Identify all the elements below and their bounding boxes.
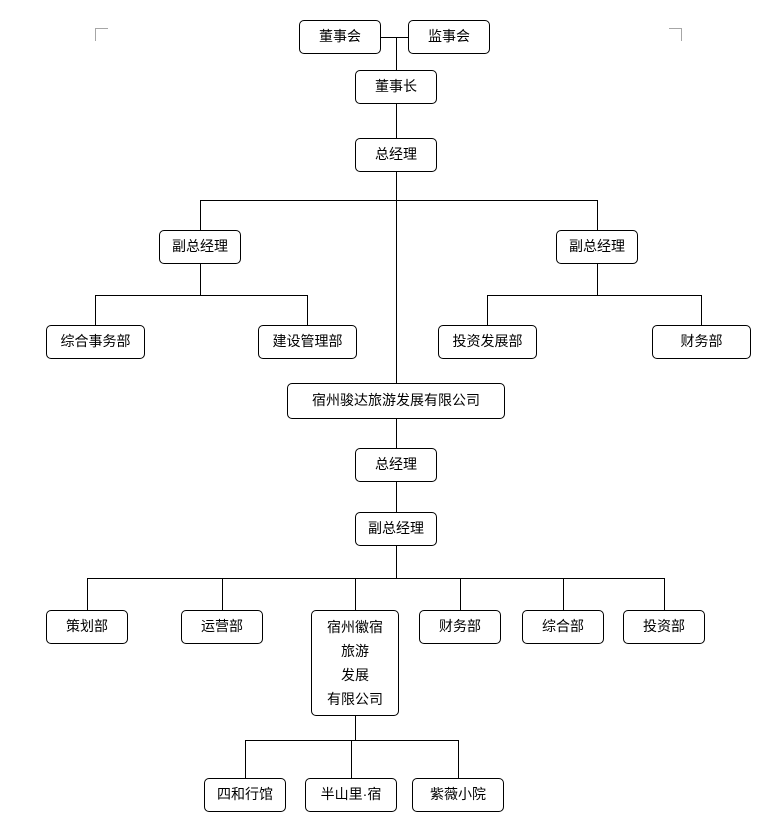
connector-deputy-left-down	[200, 264, 201, 295]
org-node-supervisory: 监事会	[408, 20, 490, 54]
connector-drop-banshanli	[351, 740, 352, 778]
org-node-planning-dept: 策划部	[46, 610, 128, 644]
org-node-general-dept: 综合部	[522, 610, 604, 644]
connector-drop-general-affairs	[95, 295, 96, 325]
crop-mark-top-right	[669, 28, 682, 41]
org-node-finance-dept-bottom: 财务部	[419, 610, 501, 644]
connector-junda-to-gm	[396, 419, 397, 448]
org-node-general-manager-mid: 总经理	[355, 448, 437, 482]
connector-drop-planning	[87, 578, 88, 610]
org-node-operations-dept: 运营部	[181, 610, 263, 644]
connector-deputy-right-down	[597, 264, 598, 295]
connector-branch-deputy-gms	[200, 200, 598, 201]
org-node-board: 董事会	[299, 20, 381, 54]
org-node-banshanli-guesthouse: 半山里·宿	[305, 778, 397, 812]
connector-branch-guesthouses	[245, 740, 459, 741]
connector-drop-investment-dept	[664, 578, 665, 610]
connector-deputy-down	[396, 546, 397, 578]
connector-huisu-down	[355, 716, 356, 740]
org-node-ziwei-guesthouse: 紫薇小院	[412, 778, 504, 812]
connector-drop-sihe	[245, 740, 246, 778]
org-node-deputy-gm-left: 副总经理	[159, 230, 241, 264]
org-node-investment-dev-dept: 投资发展部	[438, 325, 537, 359]
org-node-general-affairs-dept: 综合事务部	[46, 325, 145, 359]
connector-branch-right-depts	[487, 295, 702, 296]
org-node-investment-dept: 投资部	[623, 610, 705, 644]
connector-drop-deputy-gm-left	[200, 200, 201, 230]
org-node-deputy-gm-mid: 副总经理	[355, 512, 437, 546]
org-node-construction-mgmt-dept: 建设管理部	[258, 325, 357, 359]
crop-mark-top-left	[95, 28, 108, 41]
org-node-general-manager-top: 总经理	[355, 138, 437, 172]
org-node-junda-company: 宿州骏达旅游发展有限公司	[287, 383, 505, 419]
connector-drop-finance-top	[701, 295, 702, 325]
connector-drop-huisu	[355, 578, 356, 610]
connector-gm-to-deputy	[396, 482, 397, 512]
org-node-sihe-guesthouse: 四和行馆	[204, 778, 286, 812]
connector-drop-investment-dev	[487, 295, 488, 325]
connector-drop-general-dept	[563, 578, 564, 610]
connector-top-to-chairman	[396, 37, 397, 70]
connector-drop-deputy-gm-right	[597, 200, 598, 230]
connector-branch-lower-depts	[87, 578, 665, 579]
org-node-finance-dept-top: 财务部	[652, 325, 751, 359]
org-node-huisu-company: 宿州徽宿 旅游 发展 有限公司	[311, 610, 399, 716]
connector-drop-finance-bottom	[460, 578, 461, 610]
connector-drop-ziwei	[458, 740, 459, 778]
connector-drop-operations	[222, 578, 223, 610]
connector-board-supervisory	[381, 37, 408, 38]
connector-gm-to-junda-spine	[396, 172, 397, 383]
connector-chairman-to-gm	[396, 104, 397, 138]
org-node-chairman: 董事长	[355, 70, 437, 104]
connector-branch-left-depts	[95, 295, 308, 296]
org-node-deputy-gm-right: 副总经理	[556, 230, 638, 264]
connector-drop-construction	[307, 295, 308, 325]
